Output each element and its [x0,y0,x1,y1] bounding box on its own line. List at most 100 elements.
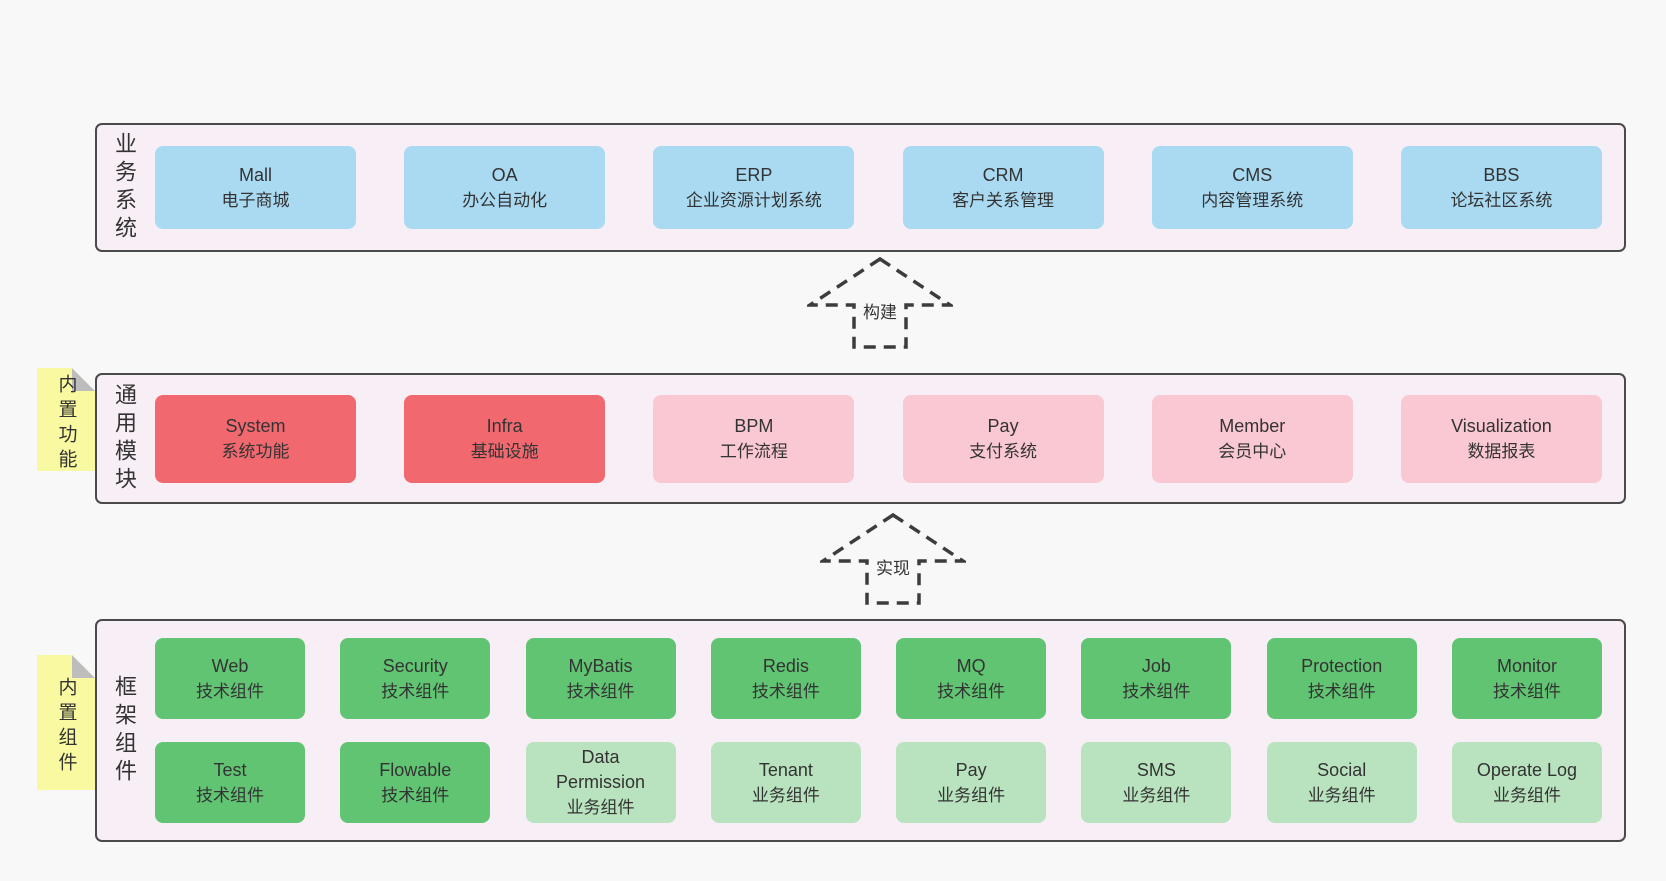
arrow-implement-label: 实现 [871,552,915,581]
box-title: BBS [1483,164,1520,185]
panel-label-framework-components: 框架组件 [112,674,137,787]
panel-common-modules: 通用模块 System 系统功能 Infra 基础设施 BPM 工作流程 Pay… [95,373,1626,504]
arrow-build: 构建 [807,256,953,350]
box-title: MQ [956,655,986,676]
box-title: Operate Log [1476,759,1577,780]
box-sms: SMS 业务组件 [1081,742,1232,823]
box-subtitle: 技术组件 [566,681,635,701]
box-subtitle: 技术组件 [1307,681,1376,701]
sticky-tab-label: 内置组件 [55,676,77,777]
box-title: Pay [987,415,1019,436]
panel-label-common-modules: 通用模块 [112,382,137,495]
box-job: Job 技术组件 [1081,638,1232,719]
box-row: Web 技术组件 Security 技术组件 MyBatis 技术组件 Redi… [155,638,1602,719]
box-subtitle: 内容管理系统 [1201,190,1304,210]
box-row: System 系统功能 Infra 基础设施 BPM 工作流程 Pay 支付系统… [155,394,1602,483]
box-cms: CMS 内容管理系统 [1151,146,1353,229]
box-title: Web [211,655,249,676]
box-flowable: Flowable 技术组件 [340,742,491,823]
box-subtitle: 业务组件 [937,785,1006,805]
sticky-tab-label: 内置功能 [55,373,77,474]
box-subtitle: 业务组件 [1122,785,1191,805]
box-title: Protection [1301,655,1383,676]
box-subtitle: 业务组件 [566,798,635,817]
box-subtitle: 论坛社区系统 [1450,190,1553,210]
box-title: BPM [734,415,774,436]
box-subtitle: 业务组件 [751,785,820,805]
box-title: Member [1219,415,1286,436]
box-subtitle: 技术组件 [1122,681,1191,701]
box-title: Visualization [1451,415,1552,436]
box-subtitle: 技术组件 [1492,681,1561,701]
box-subtitle: 技术组件 [381,785,450,805]
box-subtitle: 技术组件 [196,785,264,805]
sticky-note-tab-builtin-components: 内置组件 [37,655,95,790]
box-subtitle: 技术组件 [196,681,264,701]
box-infra: Infra 基础设施 [404,394,606,483]
box-erp: ERP 企业资源计划系统 [653,146,855,229]
box-subtitle: 客户关系管理 [952,190,1055,210]
box-subtitle: 数据报表 [1467,441,1536,461]
box-crm: CRM 客户关系管理 [902,146,1104,229]
box-oa: OA 办公自动化 [404,146,606,229]
box-title: Test [213,759,247,780]
box-redis: Redis 技术组件 [710,638,861,719]
arrow-build-label: 构建 [858,296,902,325]
box-mybatis: MyBatis 技术组件 [525,638,676,719]
box-test: Test 技术组件 [155,742,305,823]
box-subtitle: 技术组件 [751,681,820,701]
box-mall: Mall 电子商城 [155,146,356,229]
box-visualization: Visualization 数据报表 [1400,394,1602,483]
box-title: CMS [1232,164,1273,185]
panel-business-systems: 业务系统 Mall 电子商城 OA 办公自动化 ERP 企业资源计划系统 CRM… [95,123,1626,252]
box-title: Security [382,655,448,676]
box-social: Social 业务组件 [1266,742,1417,823]
box-title: Flowable [379,759,452,780]
box-bpm: BPM 工作流程 [653,394,855,483]
box-subtitle: 技术组件 [937,681,1006,701]
box-title: Job [1141,655,1171,676]
box-title: Mall [238,164,272,185]
box-title: SMS [1136,759,1176,780]
business-systems-boxes: Mall 电子商城 OA 办公自动化 ERP 企业资源计划系统 CRM 客户关系… [155,125,1602,250]
box-subtitle: 会员中心 [1218,441,1287,461]
framework-components-boxes: Web 技术组件 Security 技术组件 MyBatis 技术组件 Redi… [155,621,1602,840]
box-title: Redis [762,655,809,676]
box-title: OA [491,164,518,185]
box-web: Web 技术组件 [155,638,305,719]
panel-label-business-systems: 业务系统 [112,131,137,244]
box-subtitle: 办公自动化 [462,190,548,210]
box-operate-log: Operate Log 业务组件 [1451,742,1602,823]
box-title: MyBatis [568,655,633,676]
box-title: Monitor [1496,655,1557,676]
box-data-permission: Data Permission 业务组件 [525,742,676,823]
box-row: Test 技术组件 Flowable 技术组件 Data Permission … [155,742,1602,823]
folded-corner-icon [72,655,95,678]
box-system: System 系统功能 [155,394,356,483]
box-title: Social [1317,759,1367,780]
box-subtitle: 电子商城 [221,190,290,210]
box-tenant: Tenant 业务组件 [710,742,861,823]
box-subtitle: 技术组件 [381,681,450,701]
box-pay: Pay 支付系统 [902,394,1104,483]
box-subtitle: 支付系统 [969,441,1038,461]
box-pay: Pay 业务组件 [896,742,1047,823]
box-security: Security 技术组件 [340,638,491,719]
box-subtitle: 系统功能 [221,441,290,461]
box-bbs: BBS 论坛社区系统 [1400,146,1602,229]
box-mq: MQ 技术组件 [896,638,1047,719]
box-protection: Protection 技术组件 [1266,638,1417,719]
common-modules-boxes: System 系统功能 Infra 基础设施 BPM 工作流程 Pay 支付系统… [155,375,1602,502]
box-subtitle: 工作流程 [719,441,788,461]
panel-framework-components: 框架组件 Web 技术组件 Security 技术组件 MyBatis 技术组件… [95,619,1626,842]
box-title: Data Permission [556,747,646,792]
box-title: Tenant [758,759,813,780]
box-row: Mall 电子商城 OA 办公自动化 ERP 企业资源计划系统 CRM 客户关系… [155,146,1602,229]
box-title: Infra [486,415,523,436]
box-subtitle: 企业资源计划系统 [685,190,822,210]
sticky-note-tab-builtin-features: 内置功能 [37,368,95,471]
box-subtitle: 业务组件 [1307,785,1376,805]
box-subtitle: 基础设施 [470,441,539,461]
arrow-implement: 实现 [820,512,966,606]
box-title: System [225,415,286,436]
